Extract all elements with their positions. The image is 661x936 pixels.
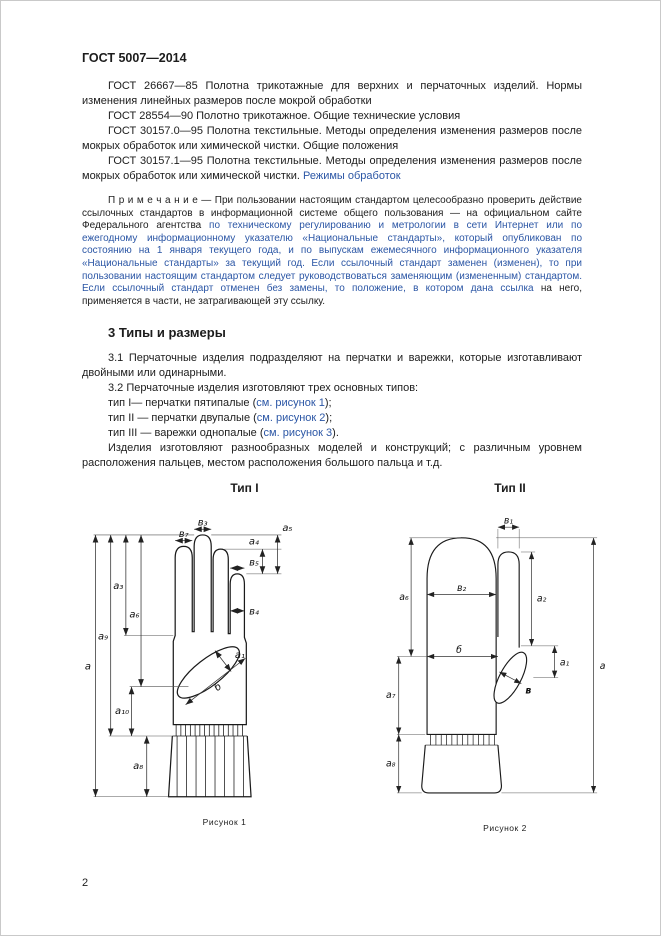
type-text: тип II — перчатки двупалые ( bbox=[108, 412, 257, 425]
figure-1-caption: Рисунок 1 bbox=[202, 817, 247, 828]
dim-label-a3: а₃ bbox=[113, 581, 123, 592]
dim-label-v: в bbox=[525, 686, 531, 697]
dim-label-a: а bbox=[85, 662, 91, 673]
figure-2-title: Тип II bbox=[494, 481, 526, 496]
dim-label-v5: в₅ bbox=[249, 558, 259, 569]
reference-paragraph-1: ГОСТ 26667—85 Полотна трикотажные для ве… bbox=[82, 79, 582, 109]
dim-label-a7: а₇ bbox=[386, 690, 396, 701]
document-content: ГОСТ 5007—2014 ГОСТ 26667—85 Полотна три… bbox=[1, 1, 660, 833]
dim-label-b: б bbox=[456, 645, 462, 656]
figure-reference-link[interactable]: см. рисунок 3 bbox=[263, 427, 333, 440]
figure-1-title: Тип I bbox=[230, 481, 259, 496]
type-text: тип III — варежки однопалые ( bbox=[108, 427, 264, 440]
reference-text: ГОСТ 30157.1—95 Полотна текстильные. Мет… bbox=[82, 155, 582, 182]
type-line-3: тип III — варежки однопалые (см. рисунок… bbox=[82, 426, 582, 441]
reference-text: ГОСТ 30157.0—95 Полотна текстильные. Мет… bbox=[82, 125, 582, 152]
note-text-1: П р и м е ч а н и е — При пользовании на… bbox=[82, 195, 582, 232]
glove-outline bbox=[167, 534, 252, 798]
cuff-outline bbox=[421, 745, 503, 794]
dimension-labels: а а₉ а₃ а₆ а₁₀ а₈ в₇ в₃ в₅ а₄ а₅ в₄ б а₁ bbox=[85, 518, 293, 773]
dimension-labels: в₁ в₂ а₂ б в а₁ а₆ а₇ а₈ а bbox=[386, 516, 606, 770]
cuff-ribbing bbox=[176, 736, 244, 798]
dim-label-a8: а₈ bbox=[133, 762, 143, 773]
reference-link[interactable]: Режимы обработок bbox=[303, 170, 401, 182]
type-text: ); bbox=[324, 397, 332, 410]
section-title: 3 Типы и размеры bbox=[108, 325, 226, 341]
note-link-text[interactable]: по техническому регулированию и метролог… bbox=[82, 220, 583, 295]
dim-label-a5: а₅ bbox=[282, 523, 292, 534]
dim-label-a6: а₆ bbox=[399, 592, 409, 603]
dim-label-v2: в₂ bbox=[457, 583, 466, 594]
type-text: ). bbox=[332, 427, 339, 440]
dim-label-a8: а₈ bbox=[386, 759, 396, 770]
reference-paragraph-4: ГОСТ 30157.1—95 Полотна текстильные. Мет… bbox=[82, 154, 582, 184]
figure-1: Тип I bbox=[82, 481, 367, 827]
dim-label-a4: а₄ bbox=[249, 537, 259, 548]
glove-type-1-drawing: а а₉ а₃ а₆ а₁₀ а₈ в₇ в₃ в₅ а₄ а₅ в₄ б а₁ bbox=[85, 518, 293, 798]
note-block: П р и м е ч а н и е — При пользовании на… bbox=[82, 195, 582, 308]
dim-label-v3: в₃ bbox=[198, 518, 208, 529]
extension-lines bbox=[93, 535, 282, 798]
reference-paragraph-2: ГОСТ 28554—90 Полотно трикотажное. Общие… bbox=[82, 109, 582, 124]
type-line-1: тип I— перчатки пятипалые (см. рисунок 1… bbox=[82, 396, 582, 411]
paragraph-3-2: 3.2 Перчаточные изделия изготовляют трех… bbox=[108, 382, 419, 395]
dim-label-v7: в₇ bbox=[179, 529, 189, 540]
wrist-ribbing bbox=[175, 724, 243, 737]
extension-lines bbox=[396, 529, 598, 794]
glove-type-2-drawing: в₁ в₂ а₂ б в а₁ а₆ а₇ а₈ а bbox=[386, 516, 606, 794]
dim-label-a2: а₂ bbox=[537, 594, 547, 605]
figure-reference-link[interactable]: см. рисунок 1 bbox=[256, 397, 325, 410]
type-text: ); bbox=[325, 412, 333, 425]
note-text-2: на него, применяется в части, не затраги… bbox=[82, 283, 582, 307]
dimension-lines bbox=[396, 524, 597, 794]
dim-label-v1: в₁ bbox=[504, 516, 513, 527]
dim-label-a: а bbox=[600, 661, 606, 672]
wrist-ribbing bbox=[430, 734, 495, 746]
cuff-outline bbox=[167, 736, 252, 798]
type-text: тип I— перчатки пятипалые ( bbox=[108, 397, 257, 410]
type-line-2: тип II — перчатки двупалые (см. рисунок … bbox=[82, 411, 582, 426]
page-number: 2 bbox=[82, 877, 89, 889]
dim-label-a1: а₁ bbox=[560, 658, 570, 669]
dim-label-v4: в₄ bbox=[249, 607, 259, 618]
reference-paragraph-3: ГОСТ 30157.0—95 Полотна текстильные. Мет… bbox=[82, 124, 582, 154]
reference-text: ГОСТ 28554—90 Полотно трикотажное. Общие… bbox=[108, 110, 461, 122]
paragraph-models: Изделия изготовляют разнообразных моделе… bbox=[82, 442, 582, 470]
reference-text: ГОСТ 26667—85 Полотна трикотажные для ве… bbox=[82, 80, 582, 107]
paragraph-3-1: 3.1 Перчаточные изделия подразделяют на … bbox=[82, 352, 582, 380]
dim-label-a9: а₉ bbox=[98, 632, 108, 643]
figure-2: Тип II bbox=[381, 481, 629, 833]
dimension-lines bbox=[92, 526, 281, 798]
dim-label-a1: а₁ bbox=[235, 651, 245, 662]
index-finger-outline bbox=[497, 551, 520, 648]
doc-header: ГОСТ 5007—2014 bbox=[82, 51, 187, 65]
dim-label-a6: а₆ bbox=[129, 610, 139, 621]
figures-row: Тип I bbox=[82, 481, 606, 833]
figure-reference-link[interactable]: см. рисунок 2 bbox=[256, 412, 326, 425]
mitten-outline bbox=[421, 537, 528, 794]
figure-2-caption: Рисунок 2 bbox=[483, 823, 527, 834]
dim-label-a10: а₁₀ bbox=[115, 707, 129, 718]
thumb-shape bbox=[176, 646, 240, 700]
